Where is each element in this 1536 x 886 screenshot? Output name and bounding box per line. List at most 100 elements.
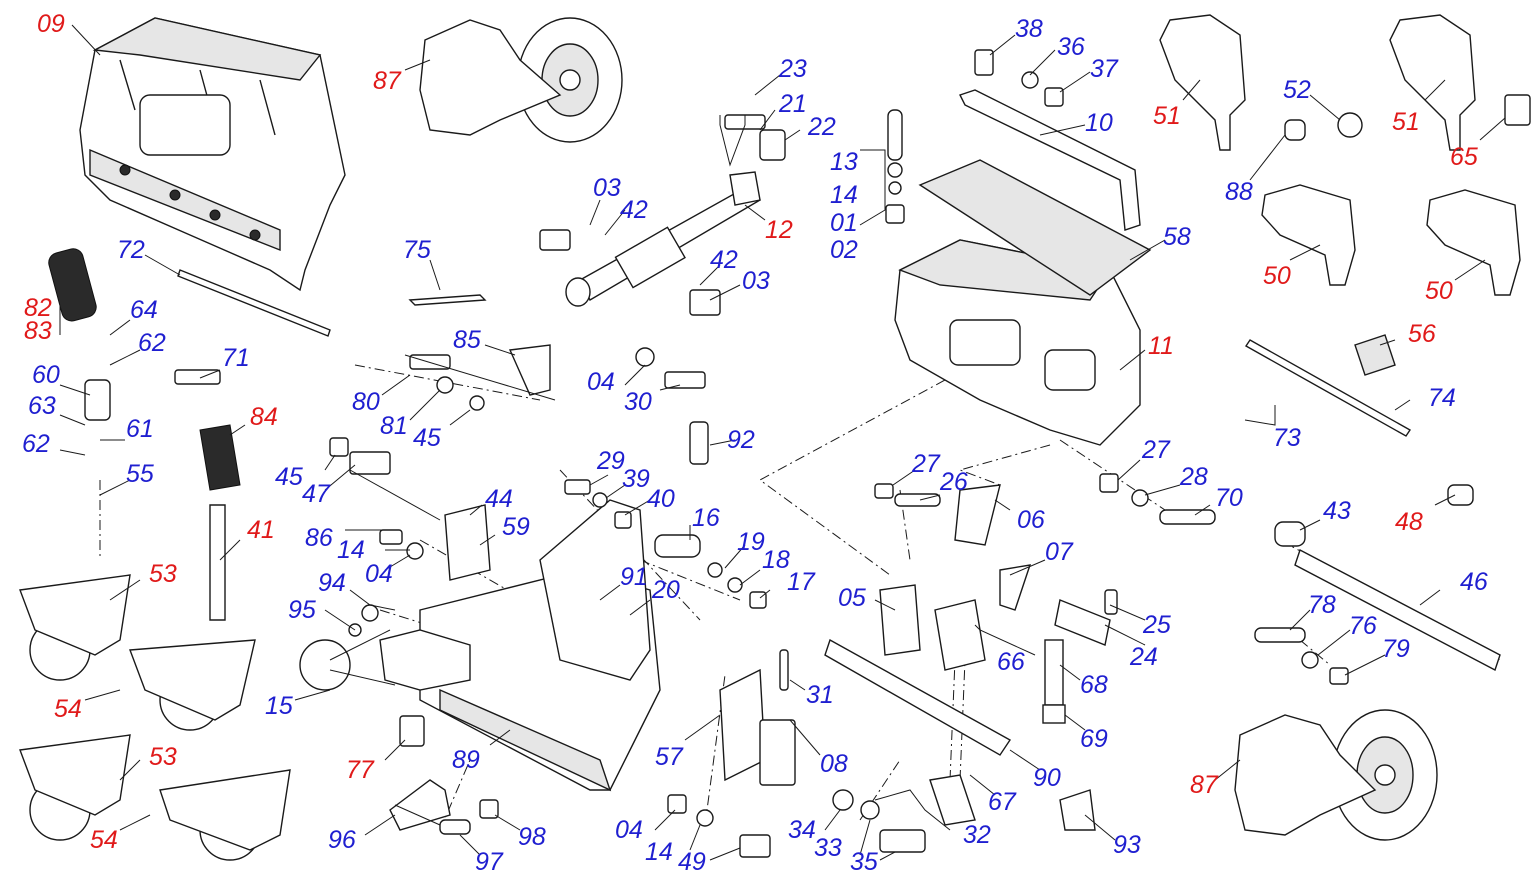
label-52: 52: [1283, 76, 1311, 104]
label-62: 62: [138, 329, 166, 357]
label-88: 88: [1225, 178, 1253, 206]
leader-lines: [59, 24, 1506, 861]
illustration-frame-89: [379, 499, 661, 792]
label-46: 46: [1460, 568, 1488, 596]
label-93: 93: [1113, 831, 1141, 859]
label-14: 14: [830, 181, 858, 209]
label-68: 68: [1080, 671, 1108, 699]
label-02: 02: [830, 236, 858, 264]
label-42: 42: [620, 196, 648, 224]
label-84: 84: [250, 403, 278, 431]
label-04: 04: [365, 560, 393, 588]
label-78: 78: [1308, 591, 1336, 619]
label-57: 57: [655, 743, 684, 771]
label-32: 32: [963, 821, 991, 849]
illustration-beam-90: [824, 638, 1012, 756]
label-14: 14: [645, 838, 673, 866]
label-35: 35: [850, 848, 878, 876]
illustration-hopper-09: [79, 17, 346, 292]
label-54: 54: [54, 695, 82, 723]
label-03: 03: [742, 267, 770, 295]
label-45: 45: [413, 424, 441, 452]
label-12: 12: [765, 216, 793, 244]
label-22: 22: [807, 113, 836, 141]
label-36: 36: [1057, 33, 1085, 61]
label-30: 30: [624, 388, 652, 416]
label-40: 40: [647, 485, 675, 513]
label-67: 67: [988, 788, 1017, 816]
label-16: 16: [692, 504, 720, 532]
label-14: 14: [337, 536, 365, 564]
illustration-hopper-small: [1159, 14, 1521, 296]
label-54: 54: [90, 826, 118, 854]
label-70: 70: [1215, 484, 1243, 512]
label-29: 29: [596, 447, 625, 475]
label-56: 56: [1408, 320, 1436, 348]
label-28: 28: [1179, 463, 1208, 491]
label-81: 81: [380, 412, 408, 440]
label-25: 25: [1142, 611, 1171, 639]
label-50: 50: [1425, 277, 1453, 305]
label-19: 19: [737, 528, 765, 556]
label-09: 09: [37, 10, 65, 38]
label-91: 91: [620, 563, 648, 591]
label-13: 13: [830, 148, 858, 176]
label-04: 04: [587, 368, 615, 396]
label-98: 98: [518, 823, 546, 851]
label-74: 74: [1428, 384, 1456, 412]
label-92: 92: [727, 426, 755, 454]
label-55: 55: [126, 460, 154, 488]
label-05: 05: [838, 584, 866, 612]
label-58: 58: [1163, 223, 1191, 251]
label-01: 01: [830, 209, 858, 237]
label-86: 86: [305, 524, 333, 552]
label-87: 87: [1190, 771, 1219, 799]
label-72: 72: [117, 236, 145, 264]
label-90: 90: [1033, 764, 1061, 792]
label-10: 10: [1085, 109, 1113, 137]
label-03: 03: [593, 174, 621, 202]
label-21: 21: [778, 90, 807, 118]
label-82: 82: [24, 294, 52, 322]
label-43: 43: [1323, 497, 1351, 525]
label-20: 20: [651, 576, 680, 604]
label-47: 47: [302, 480, 331, 508]
illustration-rows-53-54: [19, 574, 291, 861]
illustration-beam-46: [1294, 548, 1501, 672]
label-24: 24: [1129, 643, 1158, 671]
label-23: 23: [778, 55, 807, 83]
label-17: 17: [787, 568, 816, 596]
label-80: 80: [352, 388, 380, 416]
label-50: 50: [1263, 262, 1291, 290]
label-65: 65: [1450, 143, 1478, 171]
illustration-platform-58: [918, 89, 1152, 296]
label-44: 44: [485, 485, 513, 513]
label-87: 87: [373, 67, 402, 95]
label-33: 33: [814, 834, 842, 862]
label-27: 27: [911, 450, 941, 478]
label-71: 71: [222, 344, 250, 372]
callout-labels: 09 87 23 21 22 38 36 37 10 51 52 51 65 1…: [22, 10, 1488, 876]
label-77: 77: [346, 756, 375, 784]
label-48: 48: [1395, 508, 1423, 536]
label-51: 51: [1153, 102, 1181, 130]
label-18: 18: [762, 546, 790, 574]
label-64: 64: [130, 296, 158, 324]
label-26: 26: [939, 468, 968, 496]
label-69: 69: [1080, 725, 1108, 753]
label-89: 89: [452, 746, 480, 774]
label-38: 38: [1015, 15, 1043, 43]
label-95: 95: [288, 596, 316, 624]
label-08: 08: [820, 750, 848, 778]
illustration-cylinder-12: [565, 171, 761, 307]
label-66: 66: [997, 648, 1025, 676]
label-37: 37: [1090, 55, 1119, 83]
illustration-wheel-87a: [419, 17, 623, 143]
label-11: 11: [1148, 332, 1174, 360]
label-61: 61: [126, 415, 154, 443]
label-15: 15: [265, 692, 293, 720]
label-45: 45: [275, 463, 303, 491]
label-97: 97: [475, 848, 504, 876]
label-63: 63: [28, 392, 56, 420]
label-83: 83: [24, 317, 52, 345]
